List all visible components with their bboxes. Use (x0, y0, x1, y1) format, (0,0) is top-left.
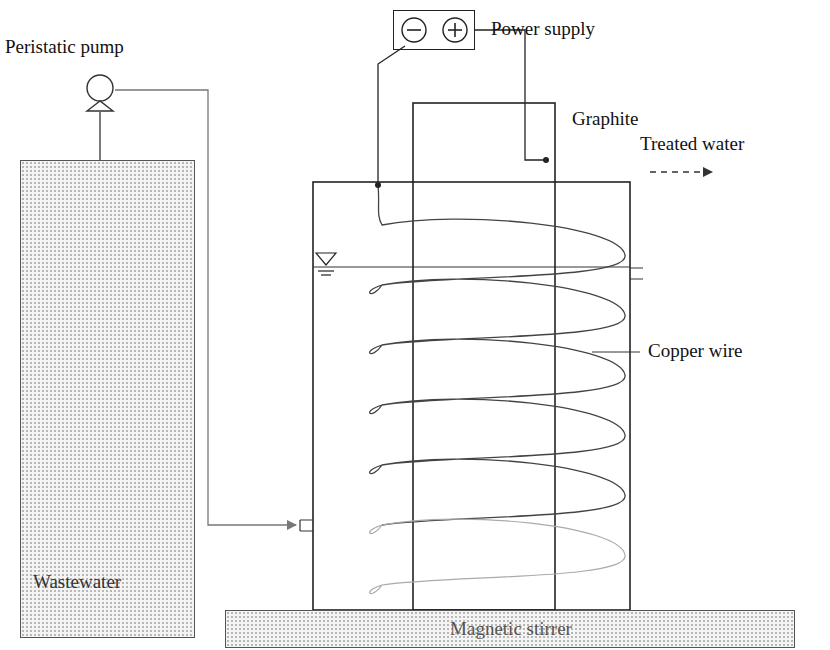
inlet-port (300, 520, 313, 531)
node-text: Wastewater (33, 571, 121, 594)
copper-helix-faint (370, 519, 625, 593)
tank-node: Wastewater (20, 160, 195, 638)
water-level-symbol (316, 253, 336, 265)
pump-symbol (85, 74, 115, 112)
node-text: Power supply (491, 18, 595, 41)
node-text: Peristatic pump (5, 36, 124, 59)
outflow-arrow (650, 171, 712, 172)
part-label: Copper wire (648, 340, 742, 363)
reactor-vessel (313, 182, 630, 610)
water-level (313, 267, 630, 268)
wire-joint (375, 182, 381, 188)
pump-node: Peristatic pump (85, 74, 115, 112)
negative-wire (378, 46, 405, 185)
tank-symbol (21, 161, 196, 639)
power-symbol (394, 11, 476, 51)
water-level-mark (318, 270, 334, 271)
graphite-rod (413, 103, 555, 610)
positive-wire (475, 30, 545, 160)
power-node: Power supply (393, 10, 475, 50)
outlet-port (630, 268, 643, 279)
copper-helix (370, 185, 625, 525)
leader-line (592, 351, 640, 352)
part-label: Treated water (640, 133, 744, 156)
node-text: Magnetic stirrer (450, 618, 572, 641)
stirrer-node: Magnetic stirrer (225, 610, 795, 648)
wire-joint (543, 157, 549, 163)
connector-line (99, 112, 100, 160)
part-label: Graphite (572, 108, 638, 131)
water-level-mark (321, 274, 331, 275)
